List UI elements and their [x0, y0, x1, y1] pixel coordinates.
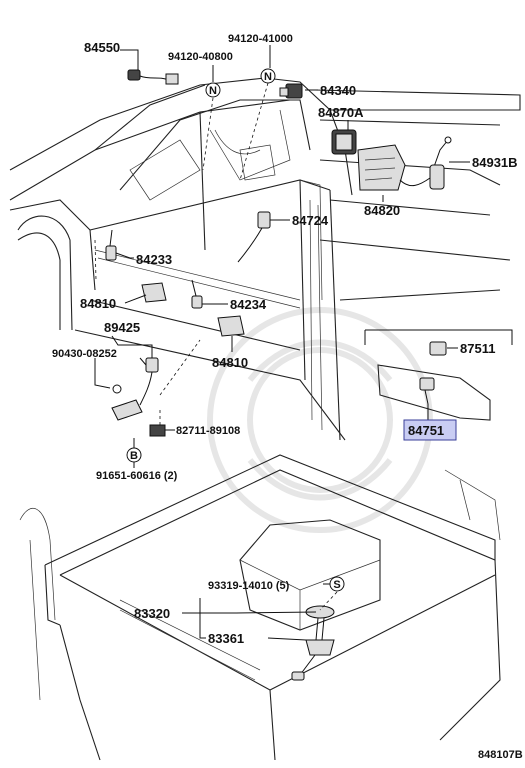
- label-83320[interactable]: 83320: [134, 606, 170, 621]
- label-84870A[interactable]: 84870A: [318, 105, 364, 120]
- marker-b: B: [126, 447, 142, 463]
- label-91651-60616[interactable]: 91651-60616 (2): [96, 470, 178, 482]
- part-84234: [191, 279, 203, 309]
- label-93319-14010[interactable]: 93319-14010 (5): [208, 580, 290, 592]
- label-84550[interactable]: 84550: [84, 40, 120, 55]
- part-84870A: [331, 129, 357, 155]
- label-84340[interactable]: 84340: [320, 83, 356, 98]
- marker-n-2: N: [260, 68, 276, 84]
- label-82711-89108[interactable]: 82711-89108: [176, 425, 240, 437]
- part-84931B: [429, 136, 452, 190]
- marker-b-text: B: [130, 450, 138, 462]
- label-84810-b[interactable]: 84810: [212, 355, 248, 370]
- highlight-box-84751: [404, 420, 456, 440]
- label-94120-41000[interactable]: 94120-41000: [228, 33, 293, 45]
- label-84820[interactable]: 84820: [364, 203, 400, 218]
- label-84724[interactable]: 84724: [292, 213, 329, 228]
- part-84810-a: [141, 282, 167, 303]
- part-89425: [111, 357, 159, 421]
- label-89425[interactable]: 89425: [104, 320, 140, 335]
- label-84233[interactable]: 84233: [136, 252, 172, 267]
- part-84751: [377, 364, 491, 421]
- label-84810-a[interactable]: 84810: [80, 296, 116, 311]
- marker-s: S: [329, 576, 345, 592]
- callout-bracket: [364, 329, 513, 345]
- part-84810-b: [217, 315, 245, 337]
- dashed-leaders: [94, 82, 338, 611]
- part-84233: [105, 229, 117, 261]
- part-84340: [279, 83, 303, 99]
- diagram-code: 848107B: [478, 749, 523, 761]
- part-82711: [149, 424, 166, 437]
- leader-lines: [94, 45, 470, 641]
- part-87511: [429, 341, 447, 356]
- highlight-border-84751: [403, 419, 457, 441]
- marker-s-text: S: [333, 579, 340, 591]
- label-84234[interactable]: 84234: [230, 297, 267, 312]
- marker-n-1-text: N: [209, 85, 217, 97]
- marker-n-2-text: N: [264, 71, 272, 83]
- part-84724: [237, 211, 271, 263]
- label-87511[interactable]: 87511: [460, 341, 495, 356]
- marker-n-1: N: [205, 82, 221, 98]
- label-94120-40800[interactable]: 94120-40800: [168, 51, 233, 63]
- label-90430-08252[interactable]: 90430-08252: [52, 348, 117, 360]
- watermark: [207, 307, 433, 533]
- label-84751[interactable]: 84751: [408, 423, 444, 438]
- part-83361: [291, 605, 335, 681]
- part-84820: [357, 144, 431, 191]
- label-84931B[interactable]: 84931B: [472, 155, 518, 170]
- label-83361[interactable]: 83361: [208, 631, 244, 646]
- part-84550: [127, 69, 179, 85]
- vehicle-body: [9, 77, 521, 441]
- truck-bed: [19, 454, 501, 761]
